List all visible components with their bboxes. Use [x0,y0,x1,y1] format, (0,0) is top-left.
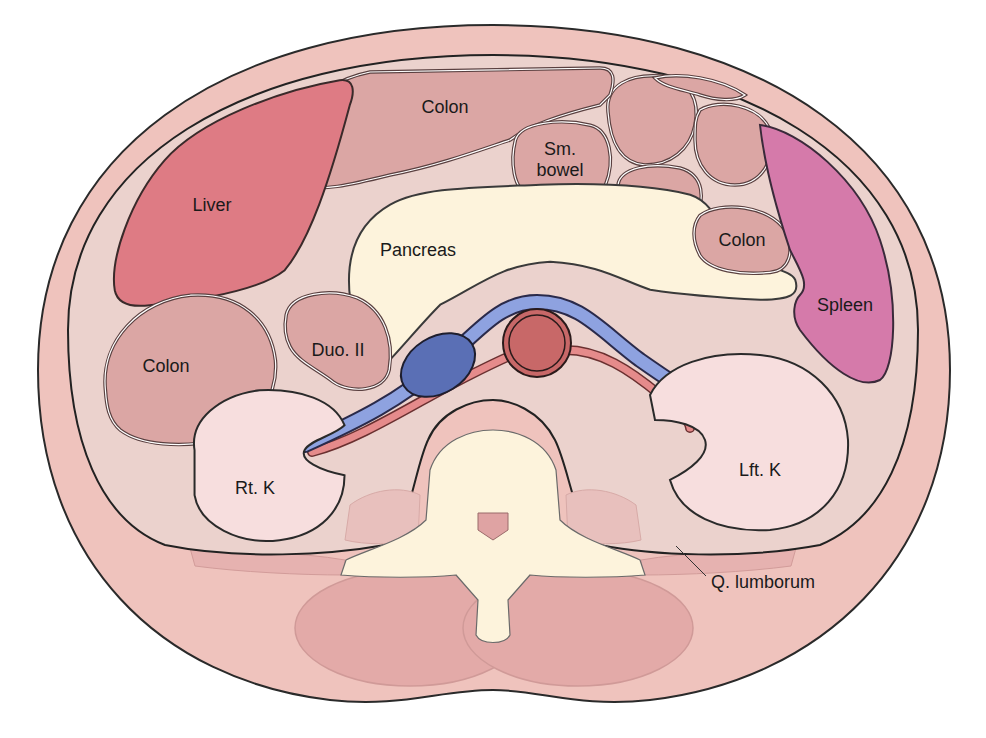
organ-outline [646,350,852,534]
bowel-loop [695,104,772,185]
organ-wall [285,293,390,389]
organ-shape [694,207,790,273]
organ-label: Sm. bowel [532,139,588,180]
organ-label: Lft. K [739,460,781,481]
kidney-organ: Lft. K [646,350,852,534]
organ-shape [650,354,848,530]
leader-line [676,546,706,576]
organ-outline [110,76,357,310]
organ-label: Pancreas [380,240,456,261]
liver-organ: Liver [110,76,357,310]
spleen-organ: Spleen [756,121,897,387]
bowel-loop [655,76,745,100]
organ-label: Rt. K [235,478,275,499]
organ-shape [194,390,345,541]
organ-shape [285,293,390,389]
organ-shape [349,184,796,365]
bowel-loop [695,104,772,185]
aorta [503,309,571,377]
organ-wall [694,207,790,273]
organ-label: Liver [192,195,231,216]
spinal-canal [478,513,508,540]
organ-shape [114,80,353,306]
bowel-loop [655,76,745,100]
body-wall [38,25,950,702]
organ-label: Colon [142,356,189,377]
organ-label: Colon [421,97,468,118]
vertebra [341,430,645,643]
organ-shape [760,125,893,383]
organ-label: Duo. II [311,340,364,361]
duodenum-segment: Duo. II [281,289,394,393]
organ-outline [756,121,897,387]
organ-label: Spleen [817,295,873,316]
kidney-organ: Rt. K [190,386,349,545]
muscle-label: Q. lumborum [711,572,815,593]
organ-outline [190,386,349,545]
organ-label: Colon [718,230,765,251]
aorta-lumen [509,315,565,371]
